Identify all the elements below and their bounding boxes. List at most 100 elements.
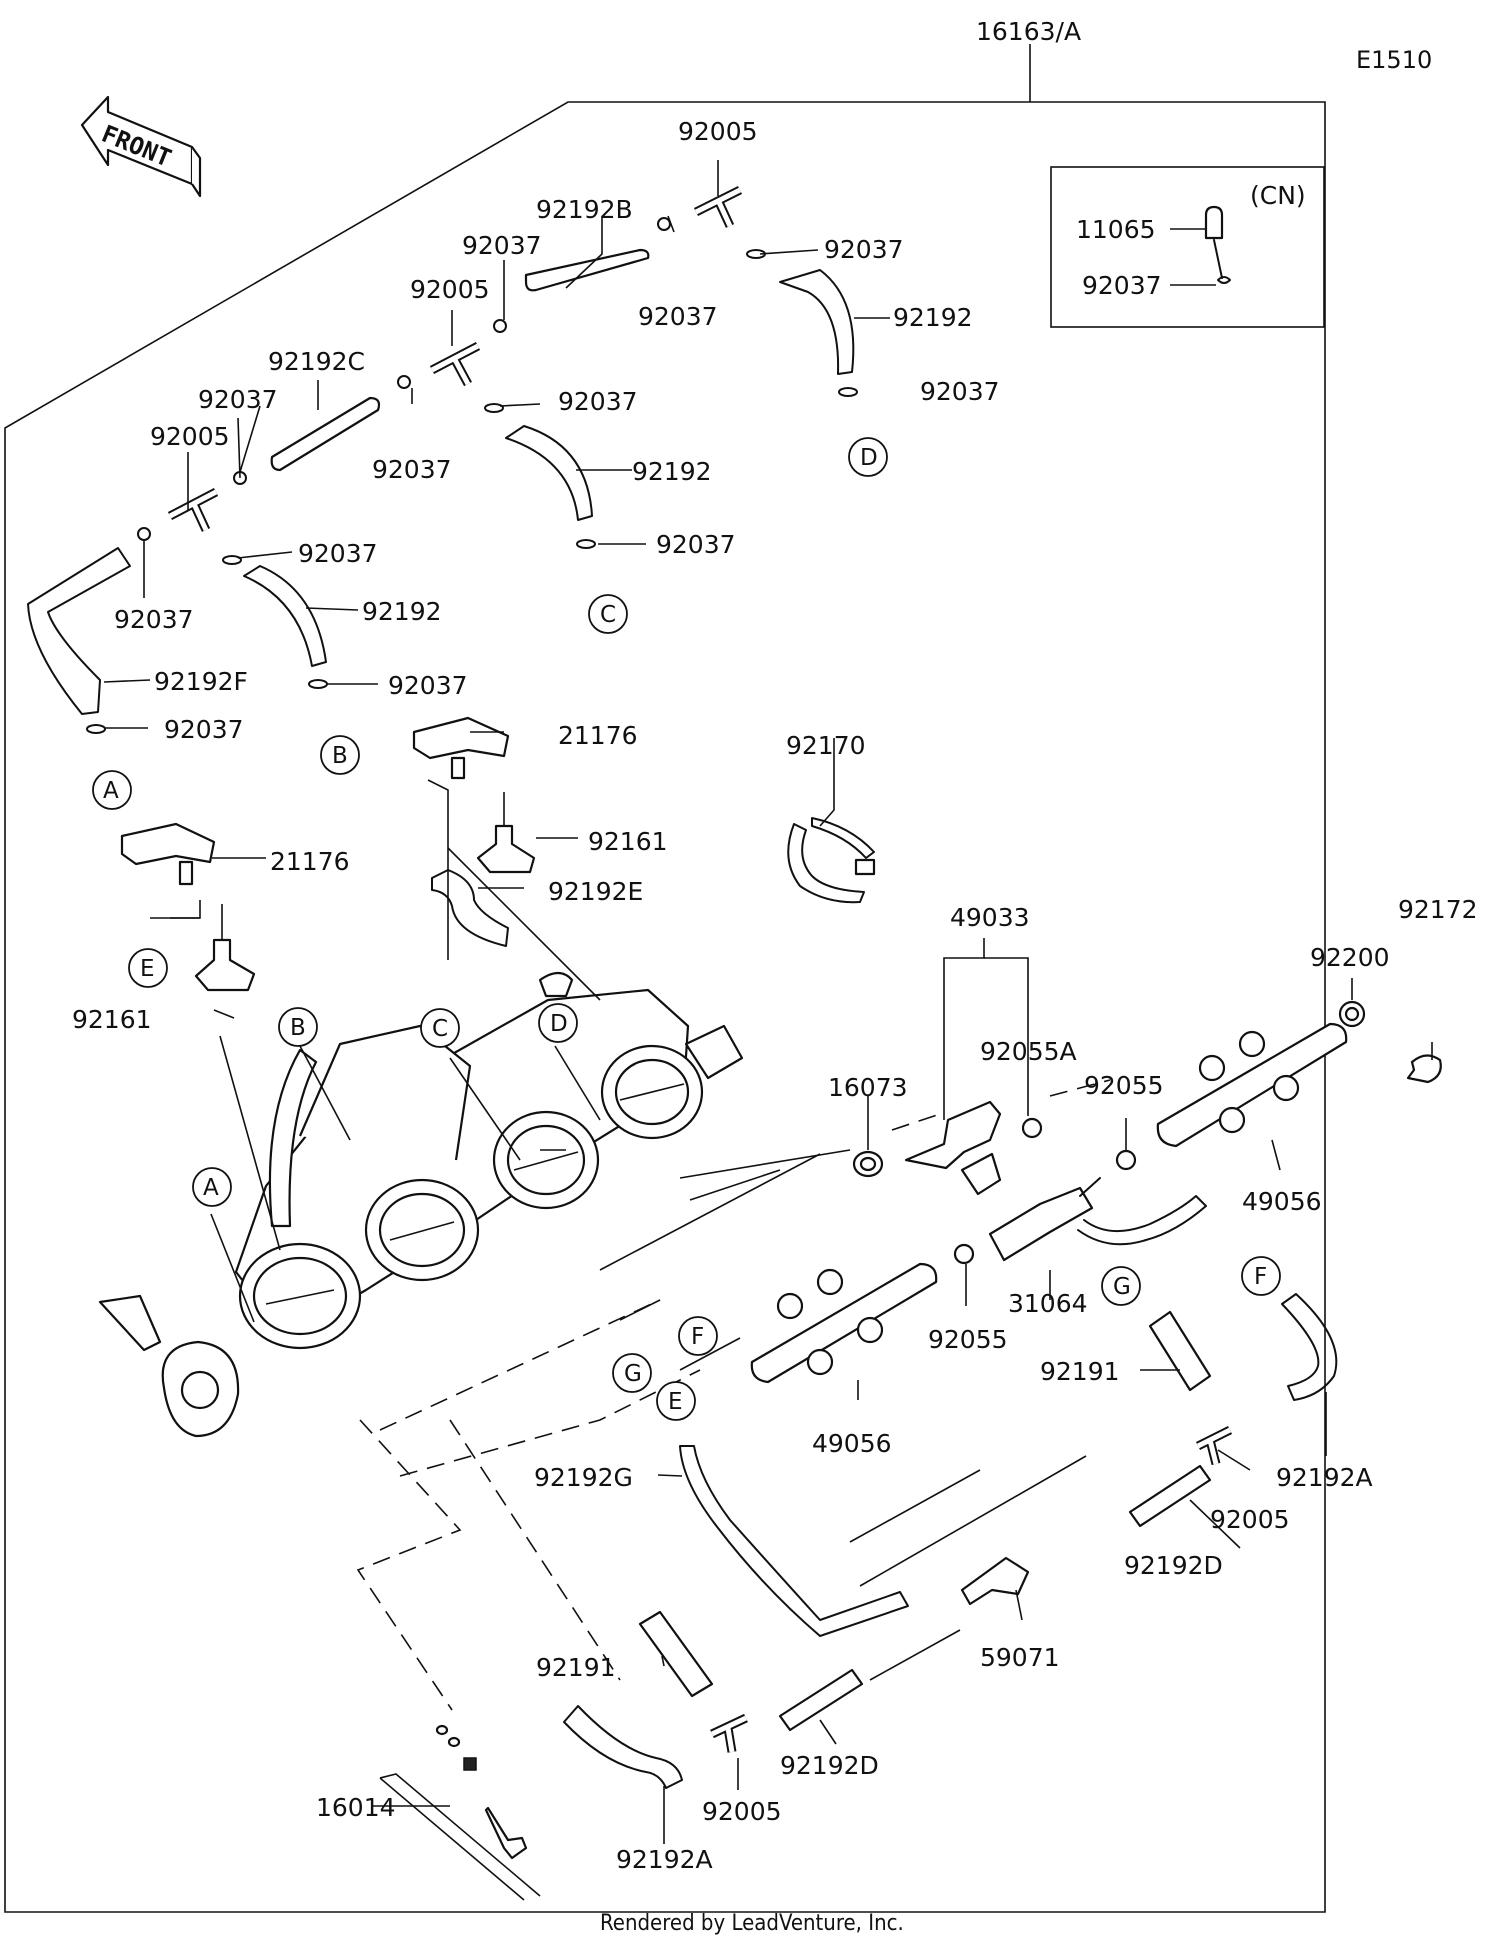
fuel-rail-49056-icon — [750, 1262, 938, 1384]
callout-92192a: 92192A — [616, 1845, 713, 1874]
callout-92055: 92055 — [928, 1325, 1008, 1354]
band-92170-icon — [787, 817, 875, 904]
joint-31064-icon — [988, 1186, 1094, 1262]
screw-set-16014-icon — [379, 1724, 541, 1901]
callout-92192d: 92192D — [1124, 1551, 1223, 1580]
svg-text:A: A — [203, 1175, 219, 1201]
clamp-icon — [86, 217, 858, 734]
hose-92192f-icon — [27, 547, 131, 715]
tee-fitting-icon — [167, 488, 219, 532]
callout-11065: 11065 — [1076, 215, 1156, 244]
cn-inset-box: (CN) — [1050, 166, 1325, 328]
callout-92037: 92037 — [372, 455, 452, 484]
callout-92192d: 92192D — [780, 1751, 879, 1780]
callout-92200: 92200 — [1310, 943, 1390, 972]
clamp-icon — [1217, 276, 1231, 284]
tee-fitting-icon — [429, 342, 481, 387]
hose-92192-icon — [505, 425, 593, 521]
callout-31064: 31064 — [1008, 1289, 1088, 1318]
callout-92037: 92037 — [114, 605, 194, 634]
band-buckle-icon — [854, 858, 876, 876]
tee-fitting-icon — [693, 185, 743, 228]
svg-text:A: A — [103, 778, 119, 804]
oring-92055-icon — [1115, 1149, 1137, 1171]
svg-text:D: D — [860, 445, 878, 471]
ref-circle-e: E — [128, 948, 168, 988]
ref-circle-c: C — [420, 1008, 460, 1048]
svg-text:G: G — [624, 1361, 642, 1387]
svg-text:E: E — [140, 956, 155, 982]
callout-92161: 92161 — [72, 1005, 152, 1034]
callout-92192e: 92192E — [548, 877, 643, 906]
callout-92005: 92005 — [150, 422, 230, 451]
callout-21176: 21176 — [270, 847, 350, 876]
hose-92192a-icon — [563, 1705, 683, 1789]
hose-92192g-icon — [679, 1445, 909, 1637]
svg-text:F: F — [1254, 1264, 1267, 1290]
callout-49033: 49033 — [950, 903, 1030, 932]
svg-text:C: C — [432, 1016, 448, 1042]
callout-92037: 92037 — [198, 385, 278, 414]
footer-credit: Rendered by LeadVenture, Inc. — [600, 1911, 904, 1936]
oring-92055-icon — [953, 1243, 975, 1265]
throttle-sensor-icon — [412, 716, 536, 874]
callout-92191: 92191 — [536, 1653, 616, 1682]
throttle-body-assembly-icon — [98, 971, 744, 1438]
callout-92055a: 92055A — [980, 1037, 1077, 1066]
assembly-frame — [4, 101, 1326, 1913]
callout-92037: 92037 — [824, 235, 904, 264]
hose-92191-icon — [1148, 1310, 1212, 1392]
callout-92170: 92170 — [786, 731, 866, 760]
callout-92192: 92192 — [893, 303, 973, 332]
oring-92055a-icon — [1021, 1117, 1043, 1139]
callout-92037: 92037 — [388, 671, 468, 700]
guide-lines — [356, 1079, 1111, 1711]
tee-59071-icon — [960, 1556, 1030, 1606]
callout-92192a: 92192A — [1276, 1463, 1373, 1492]
svg-text:B: B — [290, 1015, 306, 1041]
diagram-code: E1510 — [1356, 46, 1432, 74]
ref-circle-g: G — [1101, 1266, 1141, 1306]
hose-92192c-icon — [270, 396, 381, 472]
ref-circle-f: F — [1241, 1256, 1281, 1296]
callout-92192c: 92192C — [268, 347, 365, 376]
callout-92037: 92037 — [1082, 271, 1162, 300]
ref-circle-d: D — [848, 437, 888, 477]
callout-92192g: 92192G — [534, 1463, 633, 1492]
svg-text:C: C — [600, 602, 616, 628]
ref-circle-g: G — [612, 1353, 652, 1393]
callout-92037: 92037 — [920, 377, 1000, 406]
callout-16073: 16073 — [828, 1073, 908, 1102]
hose-92192b-icon — [524, 248, 650, 292]
leader-lines — [103, 160, 1433, 1844]
ref-circle-c: C — [588, 594, 628, 634]
callout-16014: 16014 — [316, 1793, 396, 1822]
cap-11065-icon — [1204, 205, 1224, 240]
callout-92172: 92172 — [1398, 895, 1478, 924]
hose-92192-icon — [243, 565, 327, 667]
svg-text:G: G — [1113, 1274, 1131, 1300]
callout-92005: 92005 — [410, 275, 490, 304]
callout-49056: 49056 — [1242, 1187, 1322, 1216]
callout-92192: 92192 — [362, 597, 442, 626]
fuel-rail-49056-icon — [1156, 1022, 1348, 1148]
ref-circle-e: E — [656, 1381, 696, 1421]
bolt-92172-icon — [1406, 1054, 1442, 1084]
callout-21176: 21176 — [558, 721, 638, 750]
ref-circle-a: A — [192, 1167, 232, 1207]
ref-circle-d: D — [538, 1003, 578, 1043]
inset-region-code: (CN) — [1250, 181, 1306, 210]
callout-92005: 92005 — [1210, 1505, 1290, 1534]
callout-92191: 92191 — [1040, 1357, 1120, 1386]
ref-circle-b: B — [278, 1007, 318, 1047]
injector-49033-icon — [904, 1100, 1002, 1196]
callout-92161: 92161 — [588, 827, 668, 856]
callout-92055: 92055 — [1084, 1071, 1164, 1100]
hose-92192d-icon — [1128, 1464, 1212, 1528]
front-arrow-icon: FRONT — [80, 95, 202, 198]
throttle-sensor-icon — [120, 822, 256, 992]
svg-text:D: D — [550, 1011, 568, 1037]
hose-92191-icon — [638, 1610, 714, 1698]
callout-92192f: 92192F — [154, 667, 248, 696]
